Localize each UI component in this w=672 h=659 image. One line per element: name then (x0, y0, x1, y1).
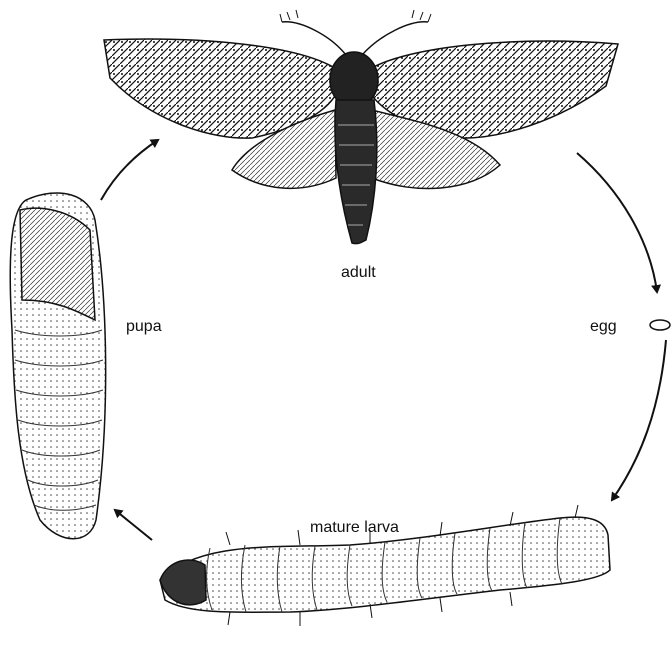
moth-abdomen (335, 100, 377, 244)
label-pupa: pupa (126, 318, 162, 336)
moth-antenna-right (362, 22, 428, 55)
label-adult: adult (341, 264, 376, 282)
label-mature-larva: mature larva (310, 519, 399, 537)
cycle-arrows (101, 140, 666, 540)
moth-antenna-left (282, 22, 346, 55)
arrow-adult-to-egg (577, 153, 657, 292)
arrow-egg-to-larva (612, 340, 666, 500)
arrow-pupa-to-adult (101, 140, 158, 200)
pupa-icon (10, 193, 105, 539)
label-egg: egg (590, 318, 617, 336)
egg-icon (650, 320, 670, 330)
moth-icon (104, 10, 618, 244)
arrow-larva-to-pupa (115, 510, 152, 540)
